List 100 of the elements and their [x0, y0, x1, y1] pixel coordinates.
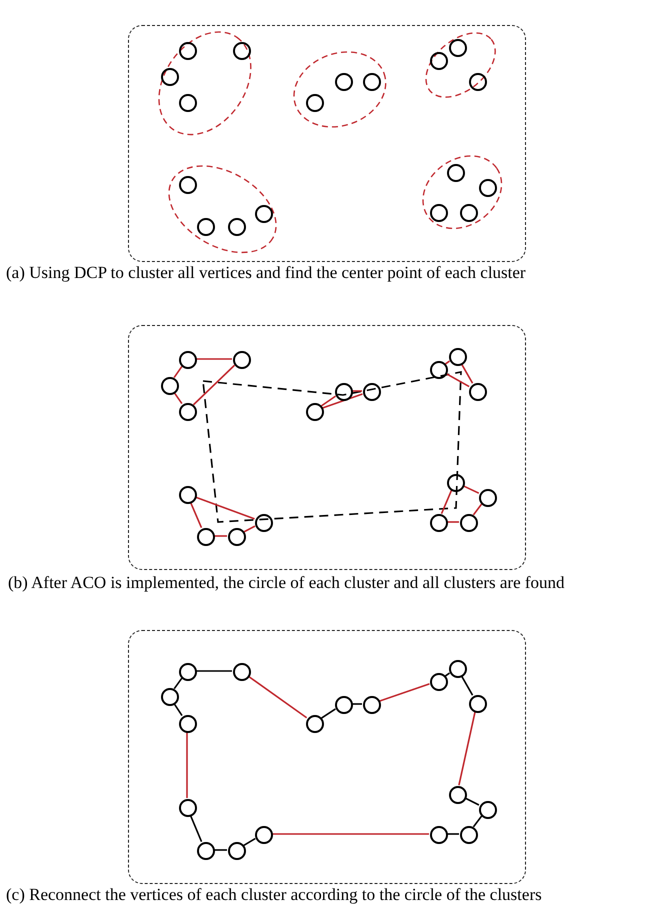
- cluster-ellipse: [157, 30, 253, 136]
- vertex-circle: [430, 361, 448, 379]
- figure-caption: (c) Reconnect the vertices of each cluster according to the circle of the clusters: [6, 884, 543, 906]
- vertex-circle: [430, 52, 448, 70]
- cluster-ellipse: [424, 30, 498, 100]
- vertex-circle: [233, 663, 251, 681]
- vertex-circle: [334, 72, 353, 91]
- vertex-circle: [430, 826, 448, 844]
- vertex-circle: [449, 786, 467, 804]
- connector-line: [243, 838, 256, 846]
- connector-line: [214, 849, 227, 851]
- vertex-circle: [197, 842, 215, 860]
- vertex-circle: [306, 94, 324, 112]
- connector-line: [190, 502, 202, 528]
- vertex-circle: [479, 801, 497, 819]
- vertex-circle: [255, 826, 273, 844]
- connector-line: [174, 678, 182, 690]
- figure-caption: (a) Using DCP to cluster all vertices and find the center point of each cluster: [6, 262, 527, 284]
- vertex-circle: [161, 377, 179, 395]
- connector-line: [321, 708, 336, 719]
- vertex-circle: [228, 218, 246, 236]
- connector-line: [379, 683, 430, 702]
- vertex-circle: [179, 799, 197, 817]
- vertex-circle: [448, 38, 467, 57]
- connector-line: [272, 833, 429, 835]
- connector-line: [190, 814, 202, 842]
- vertex-circle: [363, 383, 381, 401]
- connector-line: [460, 363, 474, 384]
- vertex-circle: [179, 403, 197, 421]
- connector-line: [196, 670, 232, 672]
- vertex-circle: [179, 351, 197, 369]
- cluster-ellipse: [420, 154, 504, 230]
- vertex-circle: [178, 94, 197, 112]
- vertex-circle: [449, 348, 467, 366]
- connector-line: [447, 833, 459, 835]
- vertex-circle: [335, 696, 353, 714]
- vertex-circle: [479, 489, 497, 507]
- vertex-circle: [232, 42, 251, 60]
- panel-frame: [128, 630, 526, 884]
- connector-line: [445, 372, 470, 388]
- connector-line: [352, 703, 362, 705]
- vertex-circle: [468, 72, 487, 91]
- cluster-ellipse: [167, 164, 279, 254]
- connector-line: [472, 816, 482, 828]
- vertex-circle: [179, 715, 197, 733]
- vertex-circle: [460, 204, 478, 222]
- vertex-circle: [233, 351, 251, 369]
- vertex-circle: [228, 842, 246, 860]
- connector-line: [462, 485, 480, 494]
- connector-line: [173, 366, 183, 378]
- connector-line: [464, 797, 480, 806]
- connector-line: [186, 732, 188, 798]
- vertex-circle: [255, 514, 273, 532]
- connector-line: [472, 504, 482, 516]
- connector-line: [352, 390, 362, 392]
- connector-line: [196, 358, 232, 360]
- vertex-circle: [478, 178, 497, 197]
- vertex-circle: [306, 715, 324, 733]
- vertex-circle: [469, 695, 487, 713]
- connector-line: [444, 672, 450, 677]
- panel-frame: [128, 25, 526, 262]
- vertex-circle: [306, 403, 324, 421]
- connector-line: [440, 490, 452, 514]
- connector-line: [173, 703, 183, 716]
- connector-line: [248, 676, 308, 718]
- vertex-circle: [178, 42, 197, 60]
- vertex-circle: [335, 383, 353, 401]
- vertex-circle: [197, 528, 215, 546]
- connector-line: [320, 395, 336, 407]
- vertex-circle: [430, 204, 448, 222]
- vertex-circle: [469, 383, 487, 401]
- vertex-circle: [447, 474, 465, 492]
- vertex-circle: [179, 663, 197, 681]
- vertex-circle: [363, 696, 381, 714]
- vertex-circle: [196, 218, 215, 236]
- vertex-circle: [178, 176, 197, 194]
- vertex-circle: [449, 660, 467, 678]
- vertex-circle: [228, 528, 246, 546]
- vertex-circle: [254, 204, 273, 223]
- connector-line: [458, 712, 476, 786]
- vertex-circle: [161, 688, 179, 706]
- vertex-circle: [160, 68, 179, 86]
- cluster-ellipse: [292, 50, 388, 128]
- connector-line: [173, 392, 183, 404]
- connector-line: [460, 675, 474, 696]
- panel-frame: [128, 325, 526, 570]
- vertex-circle: [179, 486, 197, 504]
- connector-line: [447, 521, 459, 523]
- connector-line: [192, 364, 236, 406]
- vertex-circle: [460, 514, 478, 532]
- connector-line: [322, 393, 363, 409]
- figure-caption: (b) After ACO is implemented, the circle of each cluster and all clusters are found: [8, 572, 566, 594]
- vertex-circle: [460, 826, 478, 844]
- vertex-circle: [362, 72, 381, 91]
- connector-line: [444, 360, 450, 365]
- vertex-circle: [446, 164, 465, 182]
- vertex-circle: [430, 514, 448, 532]
- connector-line: [214, 535, 227, 537]
- connector-line: [195, 496, 255, 520]
- connector-line: [244, 525, 256, 533]
